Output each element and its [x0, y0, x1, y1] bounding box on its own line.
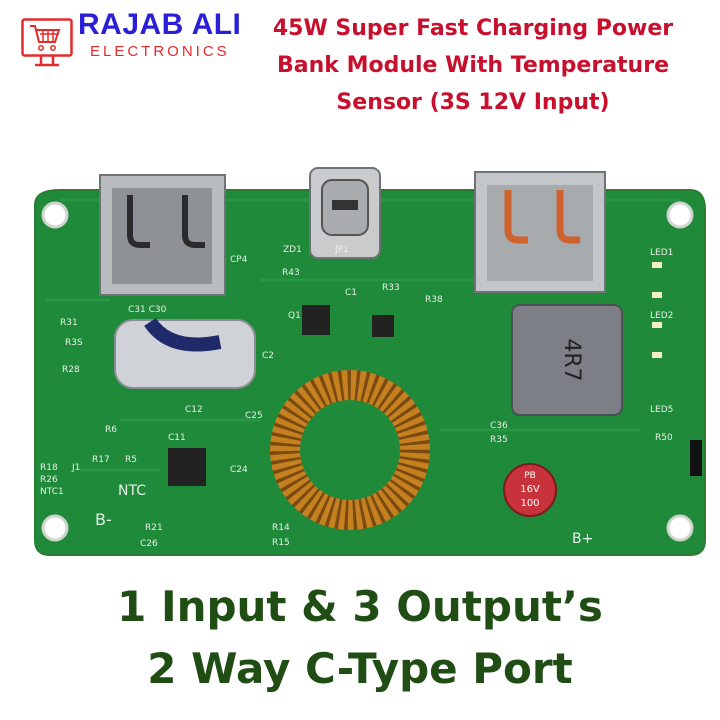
silk-label: LED2 — [650, 311, 673, 321]
electrolytic-capacitor-blue — [114, 317, 256, 389]
chips — [168, 305, 702, 486]
silk-label: R17 — [92, 455, 110, 465]
silk-label: R33 — [382, 283, 400, 293]
silk-label: NTC1 — [40, 487, 64, 497]
silk-label: R43 — [282, 268, 300, 278]
silk-label: C1 — [345, 288, 357, 298]
silk-label: C25 — [245, 411, 263, 421]
silk-label: C26 — [140, 539, 158, 549]
silk-label: B+ — [572, 531, 593, 547]
pcb-board-image: 4R7 PB 16V 100 JP1 ZD1 CP4 R43 C1 C31 C3… — [34, 167, 706, 556]
silk-label: R38 — [425, 295, 443, 305]
brand-subtitle: ELECTRONICS — [90, 43, 230, 60]
toroid-coil — [270, 370, 430, 530]
electrolytic-capacitor-red: PB 16V 100 — [503, 463, 557, 517]
usb-a-port-left — [99, 174, 226, 296]
silk-label: LED5 — [650, 405, 673, 415]
silk-label: ZD1 — [283, 245, 302, 255]
brand-logo — [10, 8, 230, 78]
silk-label: R14 — [272, 523, 290, 533]
silk-label: JP1 — [334, 245, 349, 255]
brand-name: RAJAB ALI — [78, 8, 242, 41]
status-leds — [652, 262, 662, 358]
silk-label: R5 — [125, 455, 137, 465]
silk-label: C2 — [262, 351, 274, 361]
usb-a-port-right — [474, 171, 606, 293]
silk-label: C11 — [168, 433, 186, 443]
silk-label: R28 — [62, 365, 80, 375]
silkscreen-labels: JP1 ZD1 CP4 R43 C1 C31 C30 R31 Q1 R33 C2… — [40, 245, 673, 549]
title-line: Bank Module With Temperature — [277, 53, 669, 78]
caption-c-type: 2 Way C-Type Port — [147, 644, 573, 693]
inductor-label: 4R7 — [559, 338, 584, 381]
title-line: 45W Super Fast Charging Power — [272, 16, 674, 41]
power-inductor-4r7: 4R7 — [511, 304, 623, 416]
capacitor-label: 100 — [520, 498, 539, 509]
product-title: 45W Super Fast Charging Power Bank Modul… — [228, 10, 718, 121]
usb-c-port — [309, 167, 381, 259]
silk-label: R3S — [65, 338, 83, 348]
silk-label: C12 — [185, 405, 203, 415]
silk-label: NTC — [118, 483, 146, 499]
silk-label: Q1 — [288, 311, 301, 321]
silk-label: R31 — [60, 318, 78, 328]
silk-label: C24 — [230, 465, 248, 475]
silk-label: J1 — [71, 463, 80, 473]
silk-label: R21 — [145, 523, 163, 533]
capacitor-label: 16V — [520, 484, 540, 495]
silk-label: R15 — [272, 538, 290, 548]
silk-label: C31 C30 — [128, 305, 167, 315]
silk-label: R26 — [40, 475, 58, 485]
shopping-cart-monitor-icon — [21, 18, 73, 67]
silk-label: LED1 — [650, 248, 673, 258]
silk-label: R18 — [40, 463, 58, 473]
silk-label: CP4 — [230, 255, 248, 265]
caption-ports: 1 Input & 3 Output’s — [117, 582, 603, 631]
silk-label: R50 — [655, 433, 673, 443]
silk-label: B- — [95, 510, 112, 529]
silk-label: R6 — [105, 425, 117, 435]
silk-label: R35 — [490, 435, 508, 445]
title-line: Sensor (3S 12V Input) — [336, 90, 610, 115]
silk-label: C36 — [490, 421, 508, 431]
capacitor-label: PB — [524, 471, 536, 481]
